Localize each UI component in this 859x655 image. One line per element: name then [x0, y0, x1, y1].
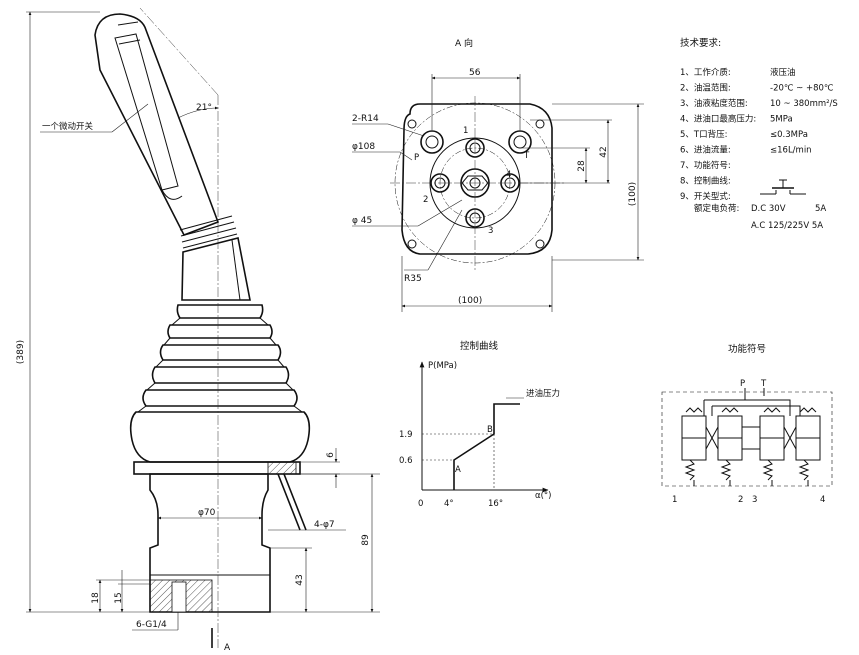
tech-item-value: ≤0.3MPa [770, 130, 808, 140]
a-view-port-4: 4 [506, 170, 511, 180]
function-port-4: 4 [820, 495, 825, 505]
dim-43-label: 43 [295, 574, 305, 585]
handle-axis-line [139, 7, 219, 96]
curve-title: 控制曲线 [460, 340, 499, 352]
tech-item-value: 5MPa [770, 115, 793, 125]
ports-6-g14-label: 6-G1/4 [136, 620, 167, 630]
function-port-2: 2 [738, 495, 743, 505]
function-port-3: 3 [752, 495, 757, 505]
function-port-1: 1 [672, 495, 677, 505]
valve-body [149, 473, 307, 613]
tech-item-name: 9、开关型式: [680, 191, 731, 202]
tech-requirements: 技术要求: 1、工作介质: 液压油 2、油温范围: -20℃ ~ +80℃ 3、油液粘度… [680, 37, 838, 231]
function-title: 功能符号 [728, 343, 766, 355]
flange-section-hatch [267, 461, 297, 475]
a-view-port-3: 3 [488, 226, 493, 236]
curve-point-b: B [487, 425, 493, 435]
control-curve: 控制曲线 P(MPa) α(°) 1.9 0.6 0 4° 16° A B 进油… [399, 340, 560, 509]
a-view-plate [401, 103, 553, 255]
valve-cell-4 [795, 407, 821, 486]
a-view-port-1: 1 [463, 126, 468, 136]
tech-item-name: 2、油温范围: [680, 83, 731, 94]
rated-dc: D.C 30V [751, 204, 786, 214]
tech-item-name: 4、进油口最高压力: [680, 114, 756, 125]
tech-item-name: 3、油液粘度范围: [680, 98, 748, 109]
dim-2-r14-label: 2-R14 [352, 114, 379, 124]
dim-15-label: 15 [114, 592, 124, 603]
a-view-port-t: T [523, 151, 530, 161]
dim-42-label: 42 [599, 146, 609, 157]
dim-100-h-label: (100) [458, 296, 482, 306]
rated-ac: A.C 125/225V 5A [751, 221, 823, 231]
tech-item-name: 8、控制曲线: [680, 176, 731, 187]
curve-x-tick-0: 0 [418, 499, 423, 509]
function-symbol: 功能符号 P T [661, 343, 833, 505]
curve-x-label: α(°) [535, 491, 552, 501]
a-view-title: A 向 [455, 37, 473, 49]
dim-100-v-label: (100) [628, 182, 638, 206]
tech-item-name: 7、功能符号: [680, 160, 731, 171]
tech-item-name: 5、T口背压: [680, 129, 727, 140]
curve-point-a: A [455, 465, 461, 475]
function-p: P [740, 379, 745, 389]
curve-y-label: P(MPa) [428, 361, 457, 371]
switch-type-symbol [760, 179, 806, 195]
micro-switch-label: 一个微动开关 [42, 121, 94, 132]
rated-load-label: 额定电负荷: [694, 203, 739, 214]
tech-item-value: 10 ~ 380mm²/S [770, 99, 838, 109]
dim-phi45-label: φ 45 [352, 216, 372, 226]
valve-cell-2 [717, 407, 743, 486]
tech-item-value: -20℃ ~ +80℃ [770, 84, 834, 94]
dim-389-label: (389) [16, 340, 26, 364]
curve-x-tick-4: 4° [444, 499, 454, 509]
tech-item-value: ≤16L/min [770, 146, 812, 156]
a-view-port-2: 2 [423, 195, 428, 205]
dim-r35-label: R35 [404, 274, 422, 284]
rubber-bellows [129, 304, 311, 463]
dim-6-label: 6 [326, 452, 336, 458]
dim-89-label: 89 [361, 534, 371, 546]
curve-y-tick-06: 0.6 [399, 456, 413, 466]
curve-y-tick-19: 1.9 [399, 430, 413, 440]
handle-grip [94, 13, 251, 301]
valve-cell-3 [759, 407, 785, 486]
dim-28-label: 28 [577, 160, 587, 172]
dim-56-label: 56 [469, 68, 481, 78]
a-view-port-p: P [414, 153, 419, 163]
valve-cell-1 [681, 407, 707, 486]
curve-x-tick-16: 16° [488, 499, 503, 509]
tech-title: 技术要求: [680, 37, 721, 49]
a-view: A 向 1 2 3 4 P T 56 2 [352, 37, 644, 312]
dim-18-label: 18 [91, 592, 101, 604]
angle-21-label: 21° [196, 103, 212, 113]
phi70-label: φ70 [198, 508, 216, 518]
section-a-label: A [224, 643, 231, 653]
side-view: (389) 一个微动开关 21° φ70 6 4-φ7 89 43 18 [16, 7, 380, 653]
curve-pressure-line [453, 403, 520, 490]
holes-4-phi7-label: 4-φ7 [314, 520, 335, 530]
dim-phi108-label: φ108 [352, 142, 375, 152]
tech-item-name: 6、进油流量: [680, 145, 731, 156]
rated-dc-a: 5A [815, 204, 826, 214]
curve-label: 进油压力 [526, 388, 560, 399]
function-t: T [760, 379, 767, 389]
tech-item-name: 1、工作介质: [680, 67, 731, 78]
function-frame [661, 391, 833, 487]
tech-item-value: 液压油 [770, 67, 796, 78]
